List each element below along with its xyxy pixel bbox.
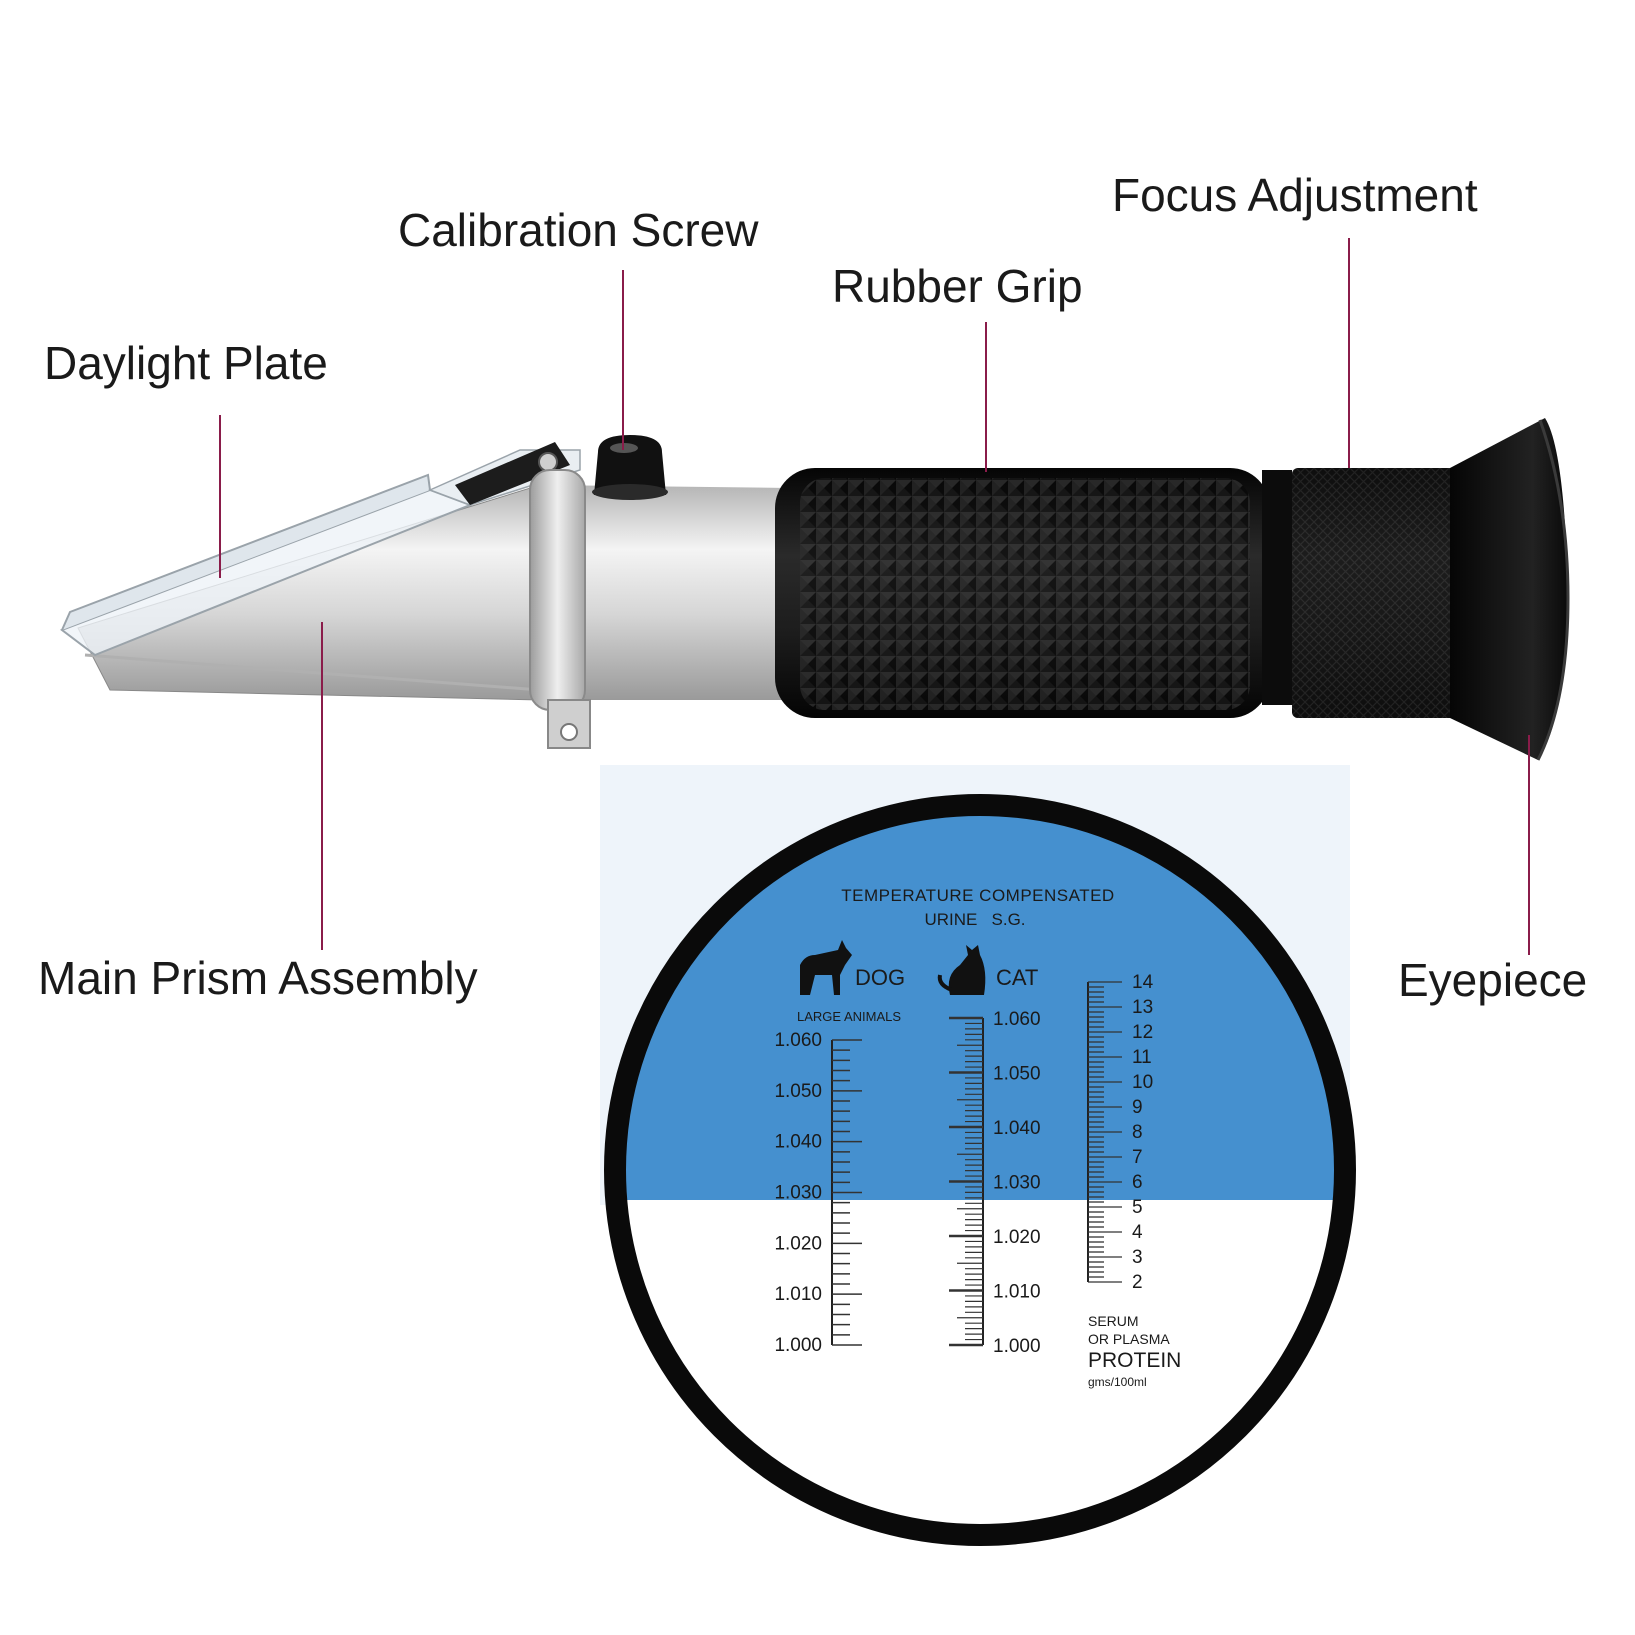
label-rubber-grip: Rubber Grip (832, 260, 1083, 312)
protein-label: PROTEIN (1088, 1349, 1181, 1372)
leader-focus-adjustment (1348, 238, 1350, 468)
protein-scale-label: 14 (1132, 972, 1154, 993)
cat-label: CAT (996, 965, 1038, 990)
large-animals-label: LARGE ANIMALS (797, 1009, 901, 1024)
scale-eyepiece-ring (604, 794, 1356, 1546)
dog-scale-label: 1.060 (774, 1030, 822, 1051)
dog-scale-label: 1.020 (774, 1233, 822, 1254)
label-calibration-screw: Calibration Screw (398, 204, 759, 256)
label-main-prism-assembly: Main Prism Assembly (38, 952, 478, 1004)
protein-scale-label: 12 (1132, 1022, 1153, 1043)
cat-scale-label: 1.010 (993, 1282, 1041, 1303)
dog-scale-label: 1.010 (774, 1284, 822, 1305)
main-prism-assembly (77, 484, 790, 701)
protein-scale-label: 7 (1132, 1147, 1143, 1168)
dog-sg-scale: 1.060 1.050 1.040 1.030 1.020 1.010 1.000 (774, 1030, 862, 1356)
dog-icon (800, 940, 852, 995)
cat-scale-label: 1.000 (993, 1336, 1041, 1357)
dog-scale-label: 1.050 (774, 1081, 822, 1102)
leader-daylight-plate (219, 415, 221, 578)
cat-sg-scale: 1.060 1.050 1.040 1.030 1.020 1.010 1.000 (949, 1009, 1041, 1357)
label-focus-adjustment: Focus Adjustment (1112, 169, 1478, 221)
leader-eyepiece (1528, 735, 1530, 955)
cat-scale-label: 1.060 (993, 1009, 1041, 1030)
protein-scale-label: 2 (1132, 1272, 1143, 1293)
cat-scale-label: 1.050 (993, 1064, 1041, 1085)
leader-calibration-screw (622, 270, 624, 450)
scale-header-line2: URINE S.G. (924, 910, 1025, 929)
daylight-plate (59, 442, 581, 657)
dog-scale-label: 1.040 (774, 1132, 822, 1153)
calibration-screw (592, 435, 668, 500)
protein-scale-label: 5 (1132, 1197, 1143, 1218)
scale-header-line1: TEMPERATURE COMPENSATED (841, 886, 1114, 905)
cat-scale-label: 1.030 (993, 1173, 1041, 1194)
cat-scale-label: 1.040 (993, 1118, 1041, 1139)
protein-unit: gms/100ml (1088, 1375, 1147, 1389)
label-eyepiece: Eyepiece (1398, 954, 1588, 1006)
focus-adjustment (1262, 468, 1462, 718)
protein-scale-label: 11 (1132, 1047, 1152, 1068)
plasma-label: OR PLASMA (1088, 1331, 1170, 1347)
leader-main-prism-assembly (321, 622, 323, 950)
rubber-grip (775, 468, 1270, 718)
protein-scale-label: 3 (1132, 1247, 1143, 1268)
protein-scale: 14 13 12 11 10 9 8 7 6 5 4 3 2 (1087, 972, 1154, 1293)
dog-label: DOG (855, 965, 905, 990)
protein-scale-label: 4 (1132, 1222, 1143, 1243)
cat-scale-label: 1.020 (993, 1227, 1041, 1248)
protein-scale-label: 9 (1132, 1097, 1143, 1118)
protein-scale-label: 13 (1132, 997, 1153, 1018)
cat-icon (937, 945, 986, 995)
leader-rubber-grip (985, 322, 987, 472)
serum-label: SERUM (1088, 1313, 1139, 1329)
label-daylight-plate: Daylight Plate (44, 337, 328, 389)
dog-scale-label: 1.000 (774, 1335, 822, 1356)
eyepiece (1450, 418, 1570, 761)
clamp-ring (529, 469, 591, 749)
protein-scale-label: 6 (1132, 1172, 1143, 1193)
protein-scale-label: 8 (1132, 1122, 1143, 1143)
protein-scale-label: 10 (1132, 1072, 1153, 1093)
dog-scale-label: 1.030 (774, 1183, 822, 1204)
